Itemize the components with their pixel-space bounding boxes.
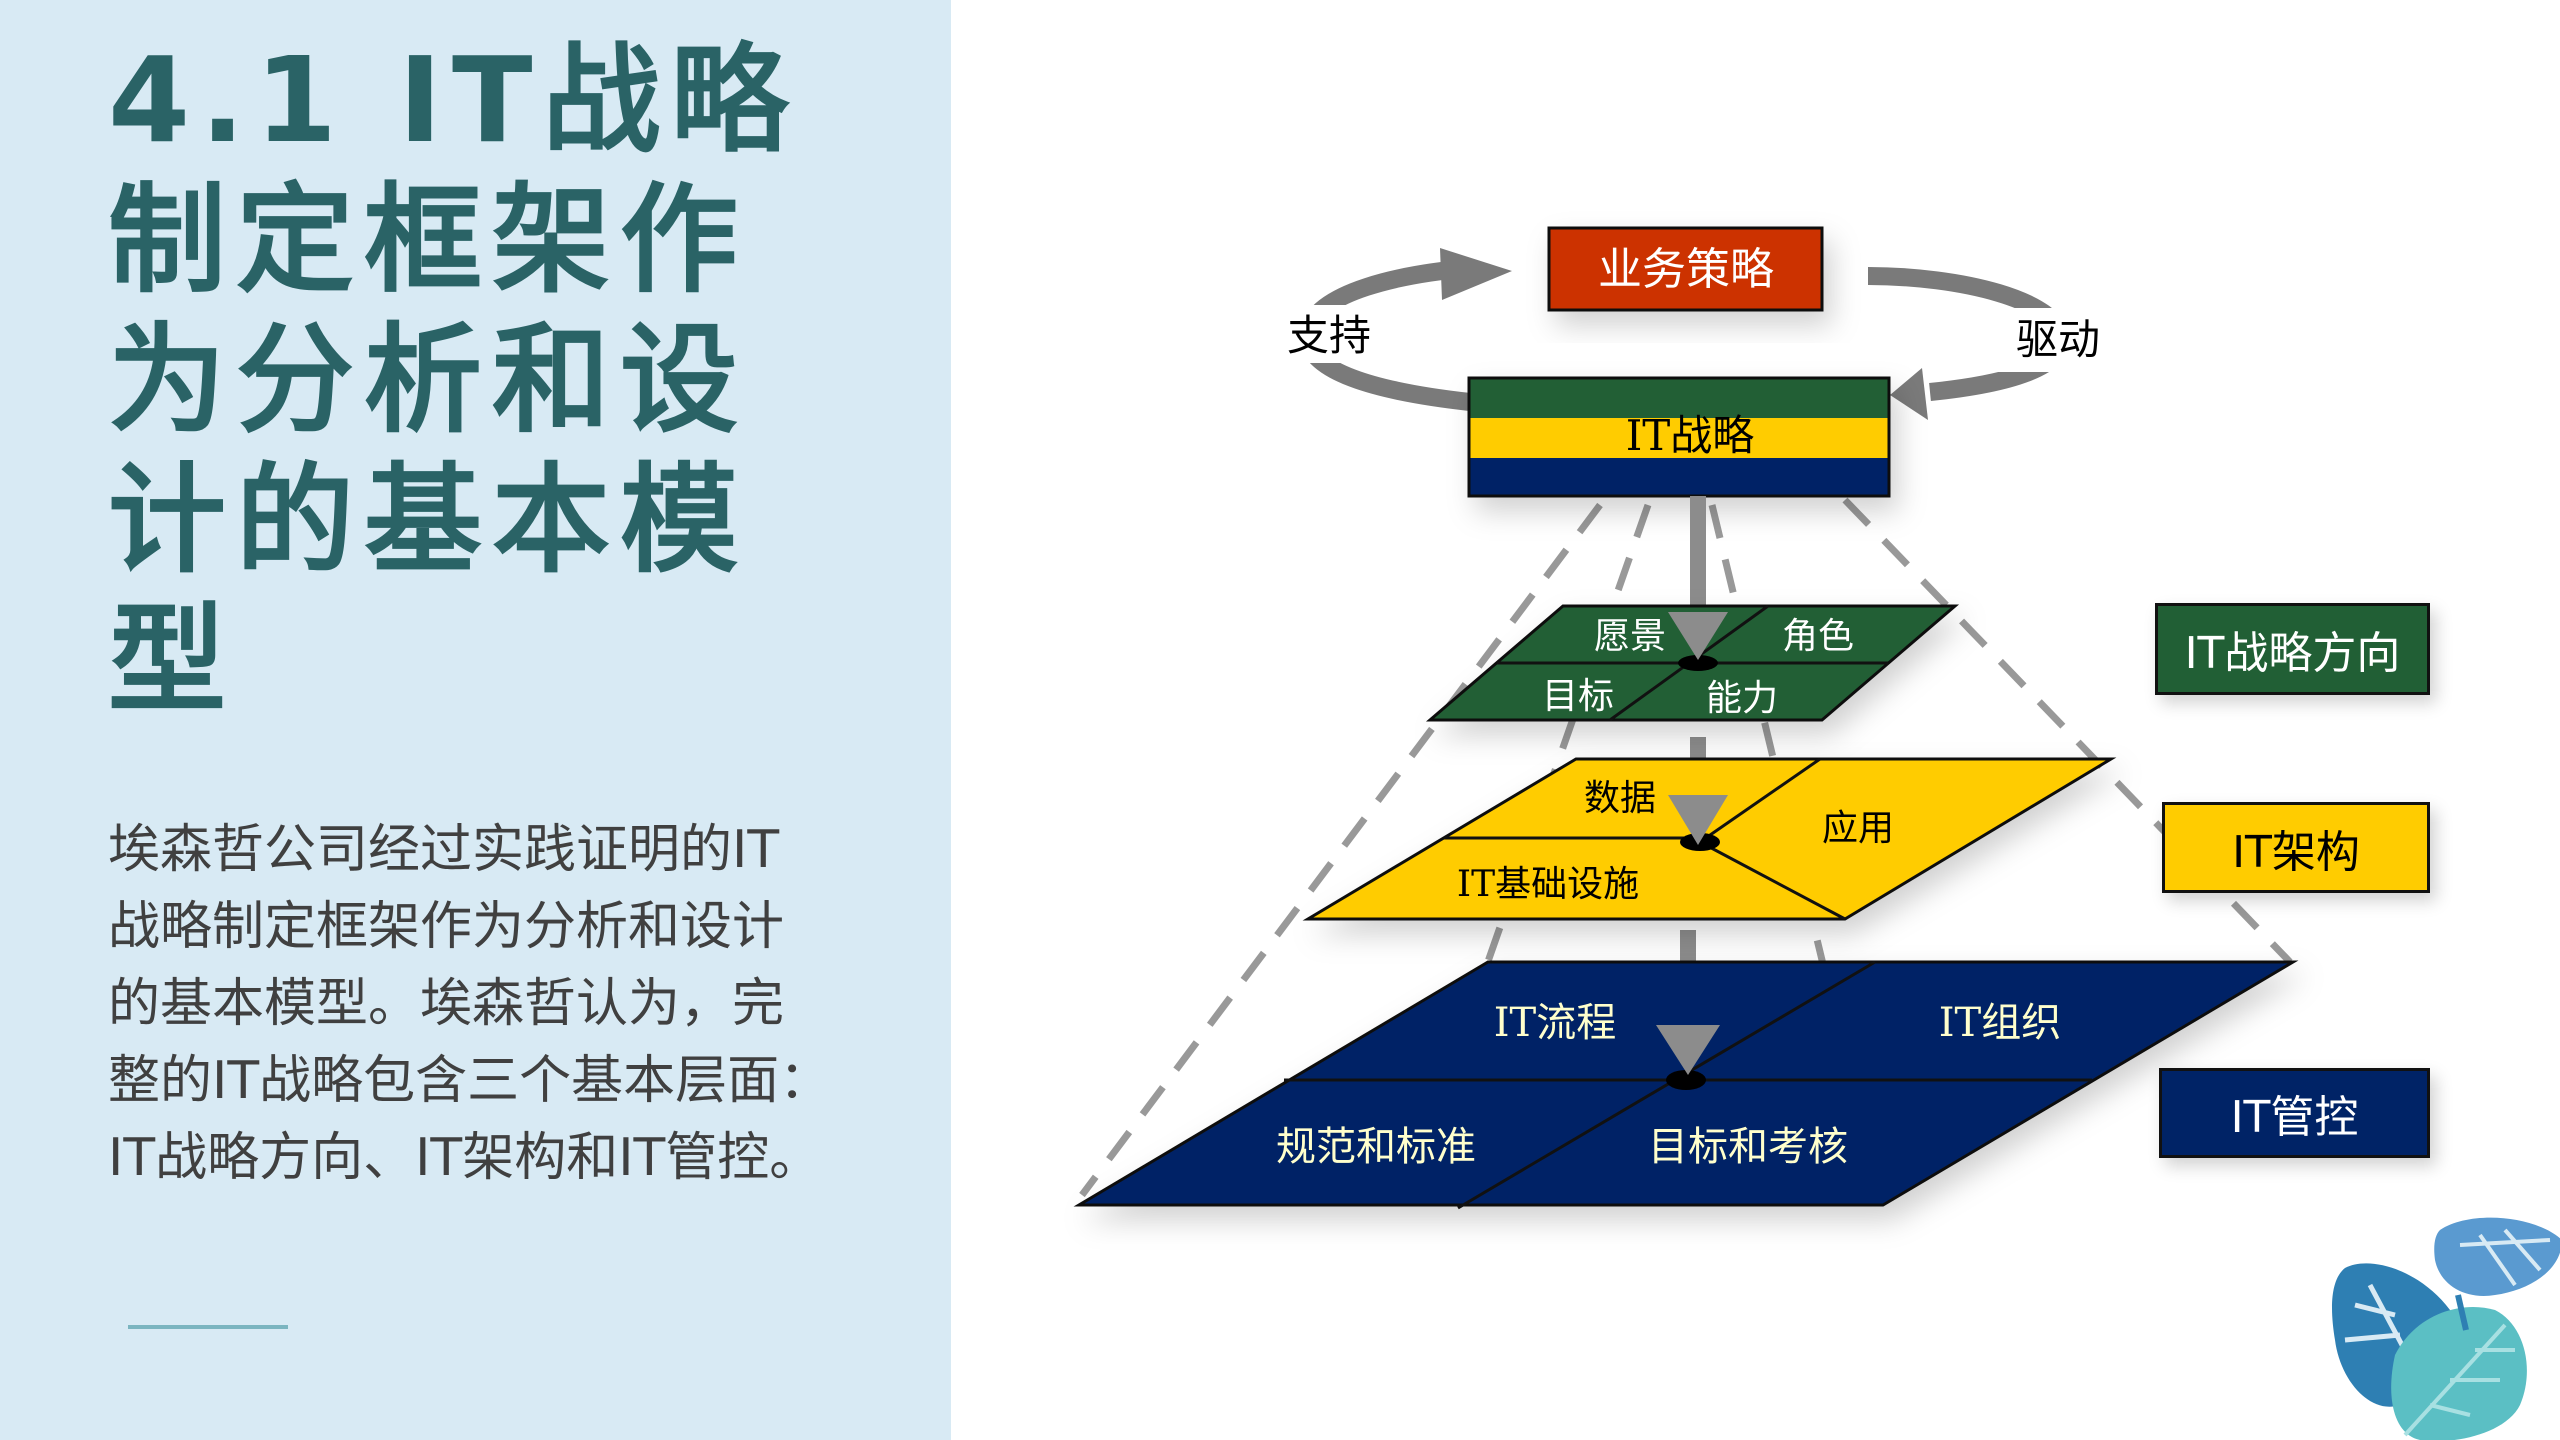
body-paragraph: 埃森哲公司经过实践证明的IT 战略制定框架作为分析和设计 的基本模型。埃森哲认为… bbox=[108, 812, 868, 1197]
title-line: 4.1 IT战略 bbox=[108, 31, 799, 169]
left-panel: 4.1 IT战略 制定框架作 为分析和设 计的基本模 型 埃森哲公司经过实践证明… bbox=[0, 0, 951, 1440]
layer-architecture: 数据 应用 IT基础设施 bbox=[1302, 757, 2117, 921]
it-strategy-box bbox=[1467, 376, 1891, 498]
body-line: 战略制定框架作为分析和设计 bbox=[108, 897, 785, 957]
side-label-text: IT架构 bbox=[2232, 826, 2360, 878]
body-line: 整的IT战略包含三个基本层面： bbox=[108, 1051, 832, 1111]
title-line: 计的基本模 bbox=[108, 451, 749, 589]
drive-label: 驱动 bbox=[2016, 315, 2100, 364]
title-line: 制定框架作 bbox=[108, 171, 749, 309]
cell-goal: 目标 bbox=[1542, 676, 1614, 717]
body-line: 的基本模型。埃森哲认为，完 bbox=[108, 974, 785, 1034]
title-line: 型 bbox=[108, 591, 237, 729]
layer-governance: IT流程 IT组织 规范和标准 目标和考核 bbox=[1073, 960, 2299, 1210]
business-strategy-box bbox=[1547, 226, 1824, 312]
slide-title: 4.1 IT战略 制定框架作 为分析和设 计的基本模 型 bbox=[108, 30, 868, 730]
layer-strategic-direction: 愿景 角色 目标 能力 bbox=[1425, 604, 1960, 722]
accent-divider bbox=[128, 1325, 288, 1329]
cell-capability: 能力 bbox=[1706, 678, 1778, 719]
cell-application: 应用 bbox=[1822, 808, 1894, 849]
side-label-architecture: IT架构 bbox=[2162, 802, 2430, 893]
side-label-strategic-direction: IT战略方向 bbox=[2155, 603, 2430, 695]
cell-role: 角色 bbox=[1782, 616, 1854, 657]
business-strategy-label: 业务策略 bbox=[1598, 244, 1774, 295]
side-label-governance: IT管控 bbox=[2159, 1068, 2430, 1158]
cell-infrastructure: IT基础设施 bbox=[1457, 864, 1639, 905]
body-line: 埃森哲公司经过实践证明的IT bbox=[108, 820, 780, 880]
it-strategy-label: IT战略 bbox=[1626, 411, 1755, 460]
body-line: IT战略方向、IT架构和IT管控。 bbox=[108, 1128, 822, 1188]
cell-it-process: IT流程 bbox=[1494, 1000, 1616, 1046]
cell-standards: 规范和标准 bbox=[1276, 1124, 1476, 1170]
side-label-text: IT战略方向 bbox=[2184, 628, 2401, 679]
cell-goals-assessment: 目标和考核 bbox=[1648, 1124, 1848, 1170]
side-label-text: IT管控 bbox=[2230, 1092, 2359, 1143]
cell-vision: 愿景 bbox=[1594, 616, 1666, 657]
leaf-decoration-icon bbox=[2332, 1217, 2560, 1440]
title-line: 为分析和设 bbox=[108, 311, 749, 449]
cell-it-organization: IT组织 bbox=[1939, 1000, 2061, 1046]
support-label: 支持 bbox=[1287, 311, 1371, 360]
cell-data: 数据 bbox=[1584, 778, 1656, 819]
